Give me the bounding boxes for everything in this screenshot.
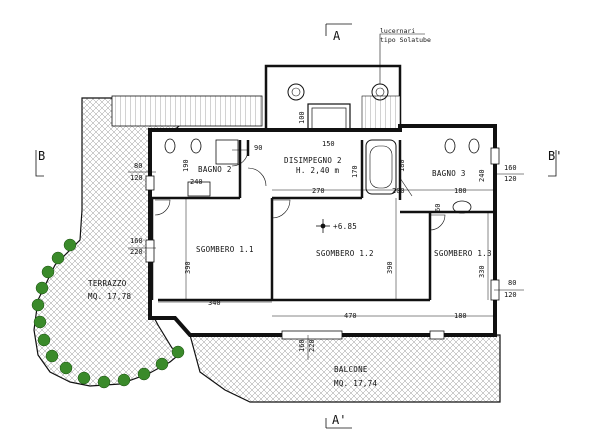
section-a-bottom: A'	[332, 413, 346, 427]
dim-150: 150	[322, 140, 335, 148]
toilet-b2	[164, 138, 176, 154]
section-lines	[35, 23, 557, 429]
dim-340: 340	[208, 299, 221, 307]
dim-120-left: 120	[130, 174, 143, 182]
dimension-lines	[128, 171, 524, 360]
dim-60: 60	[434, 204, 442, 212]
dim-390-s12: 390	[386, 261, 394, 274]
outer-walls	[148, 124, 497, 337]
bathtub	[365, 139, 397, 195]
label-sgombero13: SGOMBERO 1.3	[434, 249, 492, 258]
planters	[31, 238, 185, 389]
balcony-area	[189, 334, 501, 403]
toilet-b3	[444, 138, 456, 154]
label-balcone: BALCONE	[334, 365, 368, 374]
elevation-marker	[316, 219, 330, 233]
section-b-left: B	[38, 149, 45, 163]
shower	[215, 139, 239, 165]
dim-240-b2: 240	[190, 178, 203, 186]
dim-160-door: 160	[298, 339, 306, 352]
dim-160-left: 160	[130, 237, 143, 245]
dim-200: 200	[392, 187, 405, 195]
elevation-label: +6.85	[333, 222, 357, 231]
dim-80-left: 80	[134, 162, 142, 170]
bidet-b2	[190, 138, 202, 154]
label-terrazzo: TERRAZZO	[88, 279, 127, 288]
section-a-top: A	[333, 29, 341, 43]
label-disimpegno: DISIMPEGNO 2	[284, 156, 342, 165]
skylight-leader	[379, 33, 425, 84]
dim-160-right: 160	[504, 164, 517, 172]
section-b-right: B'	[548, 149, 562, 163]
dim-80-right: 80	[508, 279, 516, 287]
stairs-right	[361, 95, 401, 131]
skylight-4	[375, 87, 385, 97]
label-disimpegno-height: H. 2,40 m	[296, 166, 340, 175]
dim-270: 270	[312, 187, 325, 195]
dim-180-stair: 180	[398, 159, 406, 172]
label-balcone-area: MQ. 17,74	[334, 379, 378, 388]
label-bagno3: BAGNO 3	[432, 169, 466, 178]
dim-120-right3: 120	[504, 291, 517, 299]
label-sgombero12: SGOMBERO 1.2	[316, 249, 374, 258]
dim-330: 330	[478, 265, 486, 278]
dim-180-b3: 180	[454, 187, 467, 195]
dim-100: 100	[298, 111, 306, 124]
annotation-line1: lucernari	[380, 27, 415, 35]
bathtub-inner	[369, 145, 393, 189]
door-swings	[154, 149, 446, 231]
dim-390-s11: 390	[184, 261, 192, 274]
stairs-left	[111, 95, 263, 127]
label-bagno2: BAGNO 2	[198, 165, 232, 174]
dim-220-door: 220	[308, 339, 316, 352]
bidet-b3	[468, 138, 480, 154]
dim-170: 170	[351, 165, 359, 178]
dim-220-left: 220	[130, 248, 143, 256]
dim-190: 190	[182, 159, 190, 172]
dim-240-b3: 240	[478, 169, 486, 182]
skylight-2	[291, 87, 301, 97]
dim-90: 90	[254, 144, 262, 152]
sink-b3	[452, 200, 472, 214]
dim-120-right: 120	[504, 175, 517, 183]
label-terrazzo-area: MQ. 17,78	[88, 292, 132, 301]
skylight-1	[287, 83, 305, 101]
annotation-line2: tipo Solatube	[380, 36, 431, 44]
sink-b2	[187, 181, 211, 197]
label-sgombero11: SGOMBERO 1.1	[196, 245, 254, 254]
